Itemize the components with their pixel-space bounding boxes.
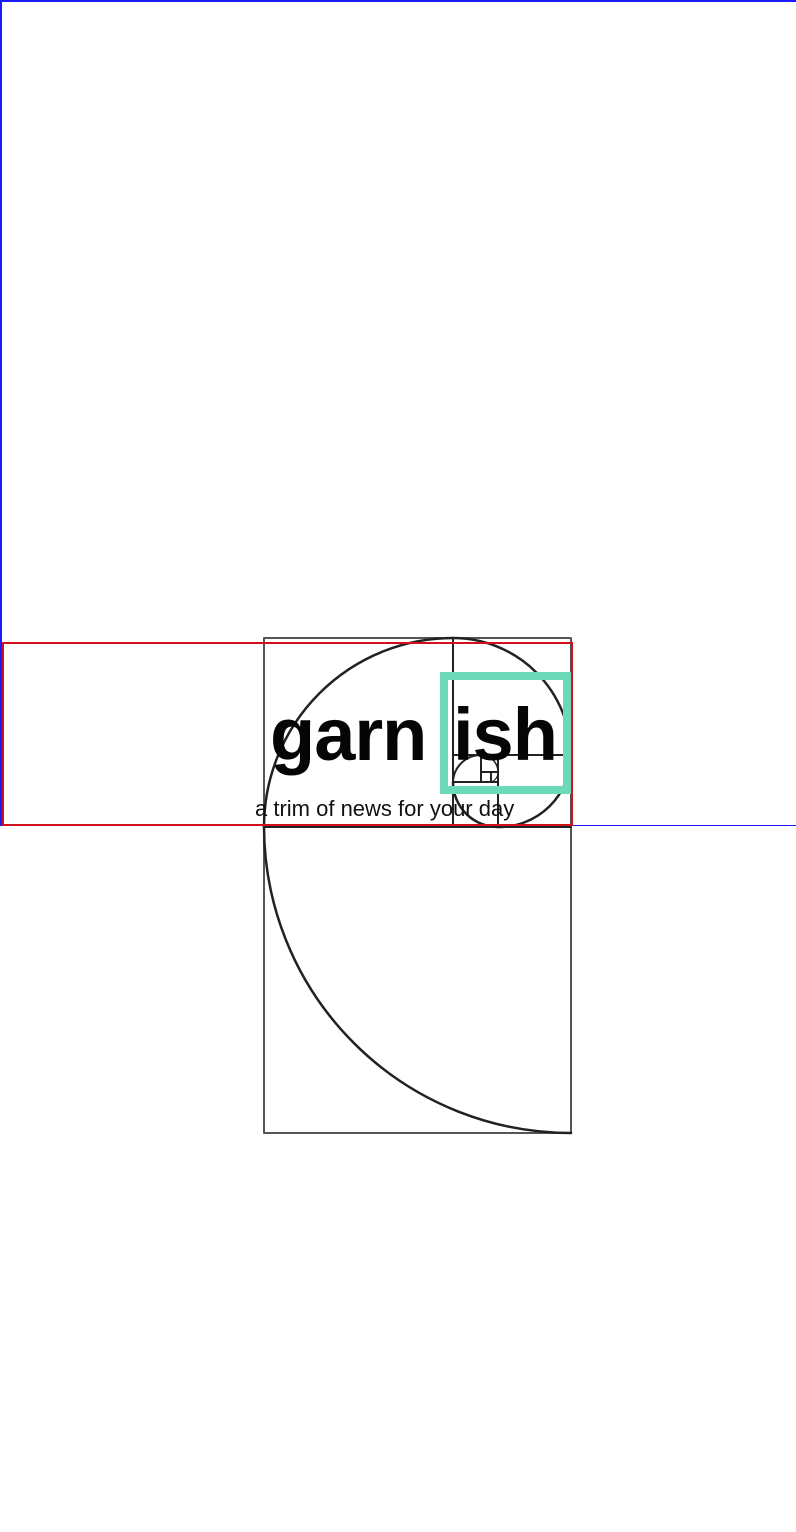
layout-outline-header bbox=[2, 642, 573, 826]
logo-text-garn: garn bbox=[270, 693, 427, 776]
logo-accent-box bbox=[440, 672, 571, 794]
tagline: a trim of news for your day bbox=[255, 796, 515, 821]
logo-text-ish: ish bbox=[453, 693, 558, 776]
